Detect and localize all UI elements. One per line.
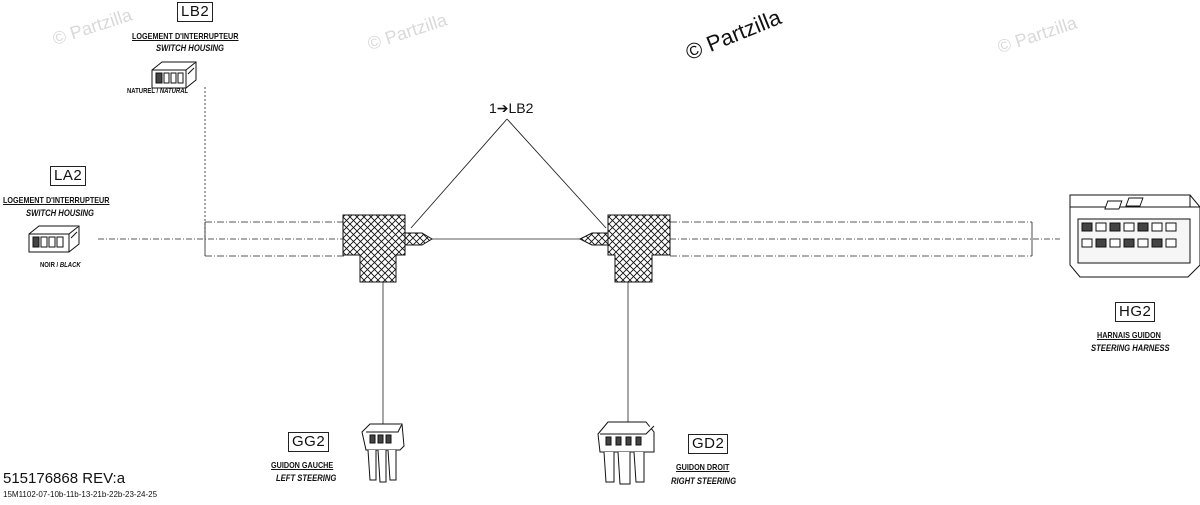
callout-leader (410, 118, 607, 229)
splice-left (342, 214, 433, 283)
connector-plug-icon (151, 61, 197, 89)
connector-label-en-gg2: LEFT STEERING (276, 473, 337, 483)
connector-terminal-icon (361, 423, 405, 483)
connector-label-fr-gd2: GUIDON DROIT (676, 462, 730, 472)
connector-color-lb2: NATUREL / NATURAL (127, 88, 189, 95)
connector-housing-icon (1069, 194, 1200, 278)
connector-label-en-la2: SWITCH HOUSING (26, 208, 94, 218)
connector-label-fr-lb2: LOGEMENT D'INTERRUPTEUR (132, 31, 239, 41)
connector-code-lb2: LB2 (177, 2, 214, 22)
connector-terminal-icon (597, 421, 655, 485)
connector-plug-icon (28, 225, 80, 253)
part-number: 515176868 REV:a (3, 470, 126, 487)
connector-label-en-hg2: STEERING HARNESS (1091, 343, 1170, 353)
connector-label-en-lb2: SWITCH HOUSING (156, 43, 224, 53)
callout-label: 1➔LB2 (489, 100, 534, 116)
connector-code-la2: LA2 (50, 166, 87, 186)
connector-label-fr-gg2: GUIDON GAUCHE (271, 460, 334, 470)
connector-color-la2: NOIR / BLACK (40, 262, 81, 269)
connector-code-gg2: GG2 (288, 432, 330, 452)
main-wire (98, 87, 1060, 425)
connector-label-en-gd2: RIGHT STEERING (671, 476, 737, 486)
connector-code-hg2: HG2 (1115, 302, 1156, 322)
connector-label-fr-hg2: HARNAIS GUIDON (1097, 330, 1161, 340)
splice-right (578, 214, 671, 283)
connector-label-fr-la2: LOGEMENT D'INTERRUPTEUR (3, 195, 110, 205)
connector-code-gd2: GD2 (688, 434, 729, 454)
drawing-id: 15M1102-07-10b-11b-13-21b-22b-23-24-25 (3, 490, 158, 499)
